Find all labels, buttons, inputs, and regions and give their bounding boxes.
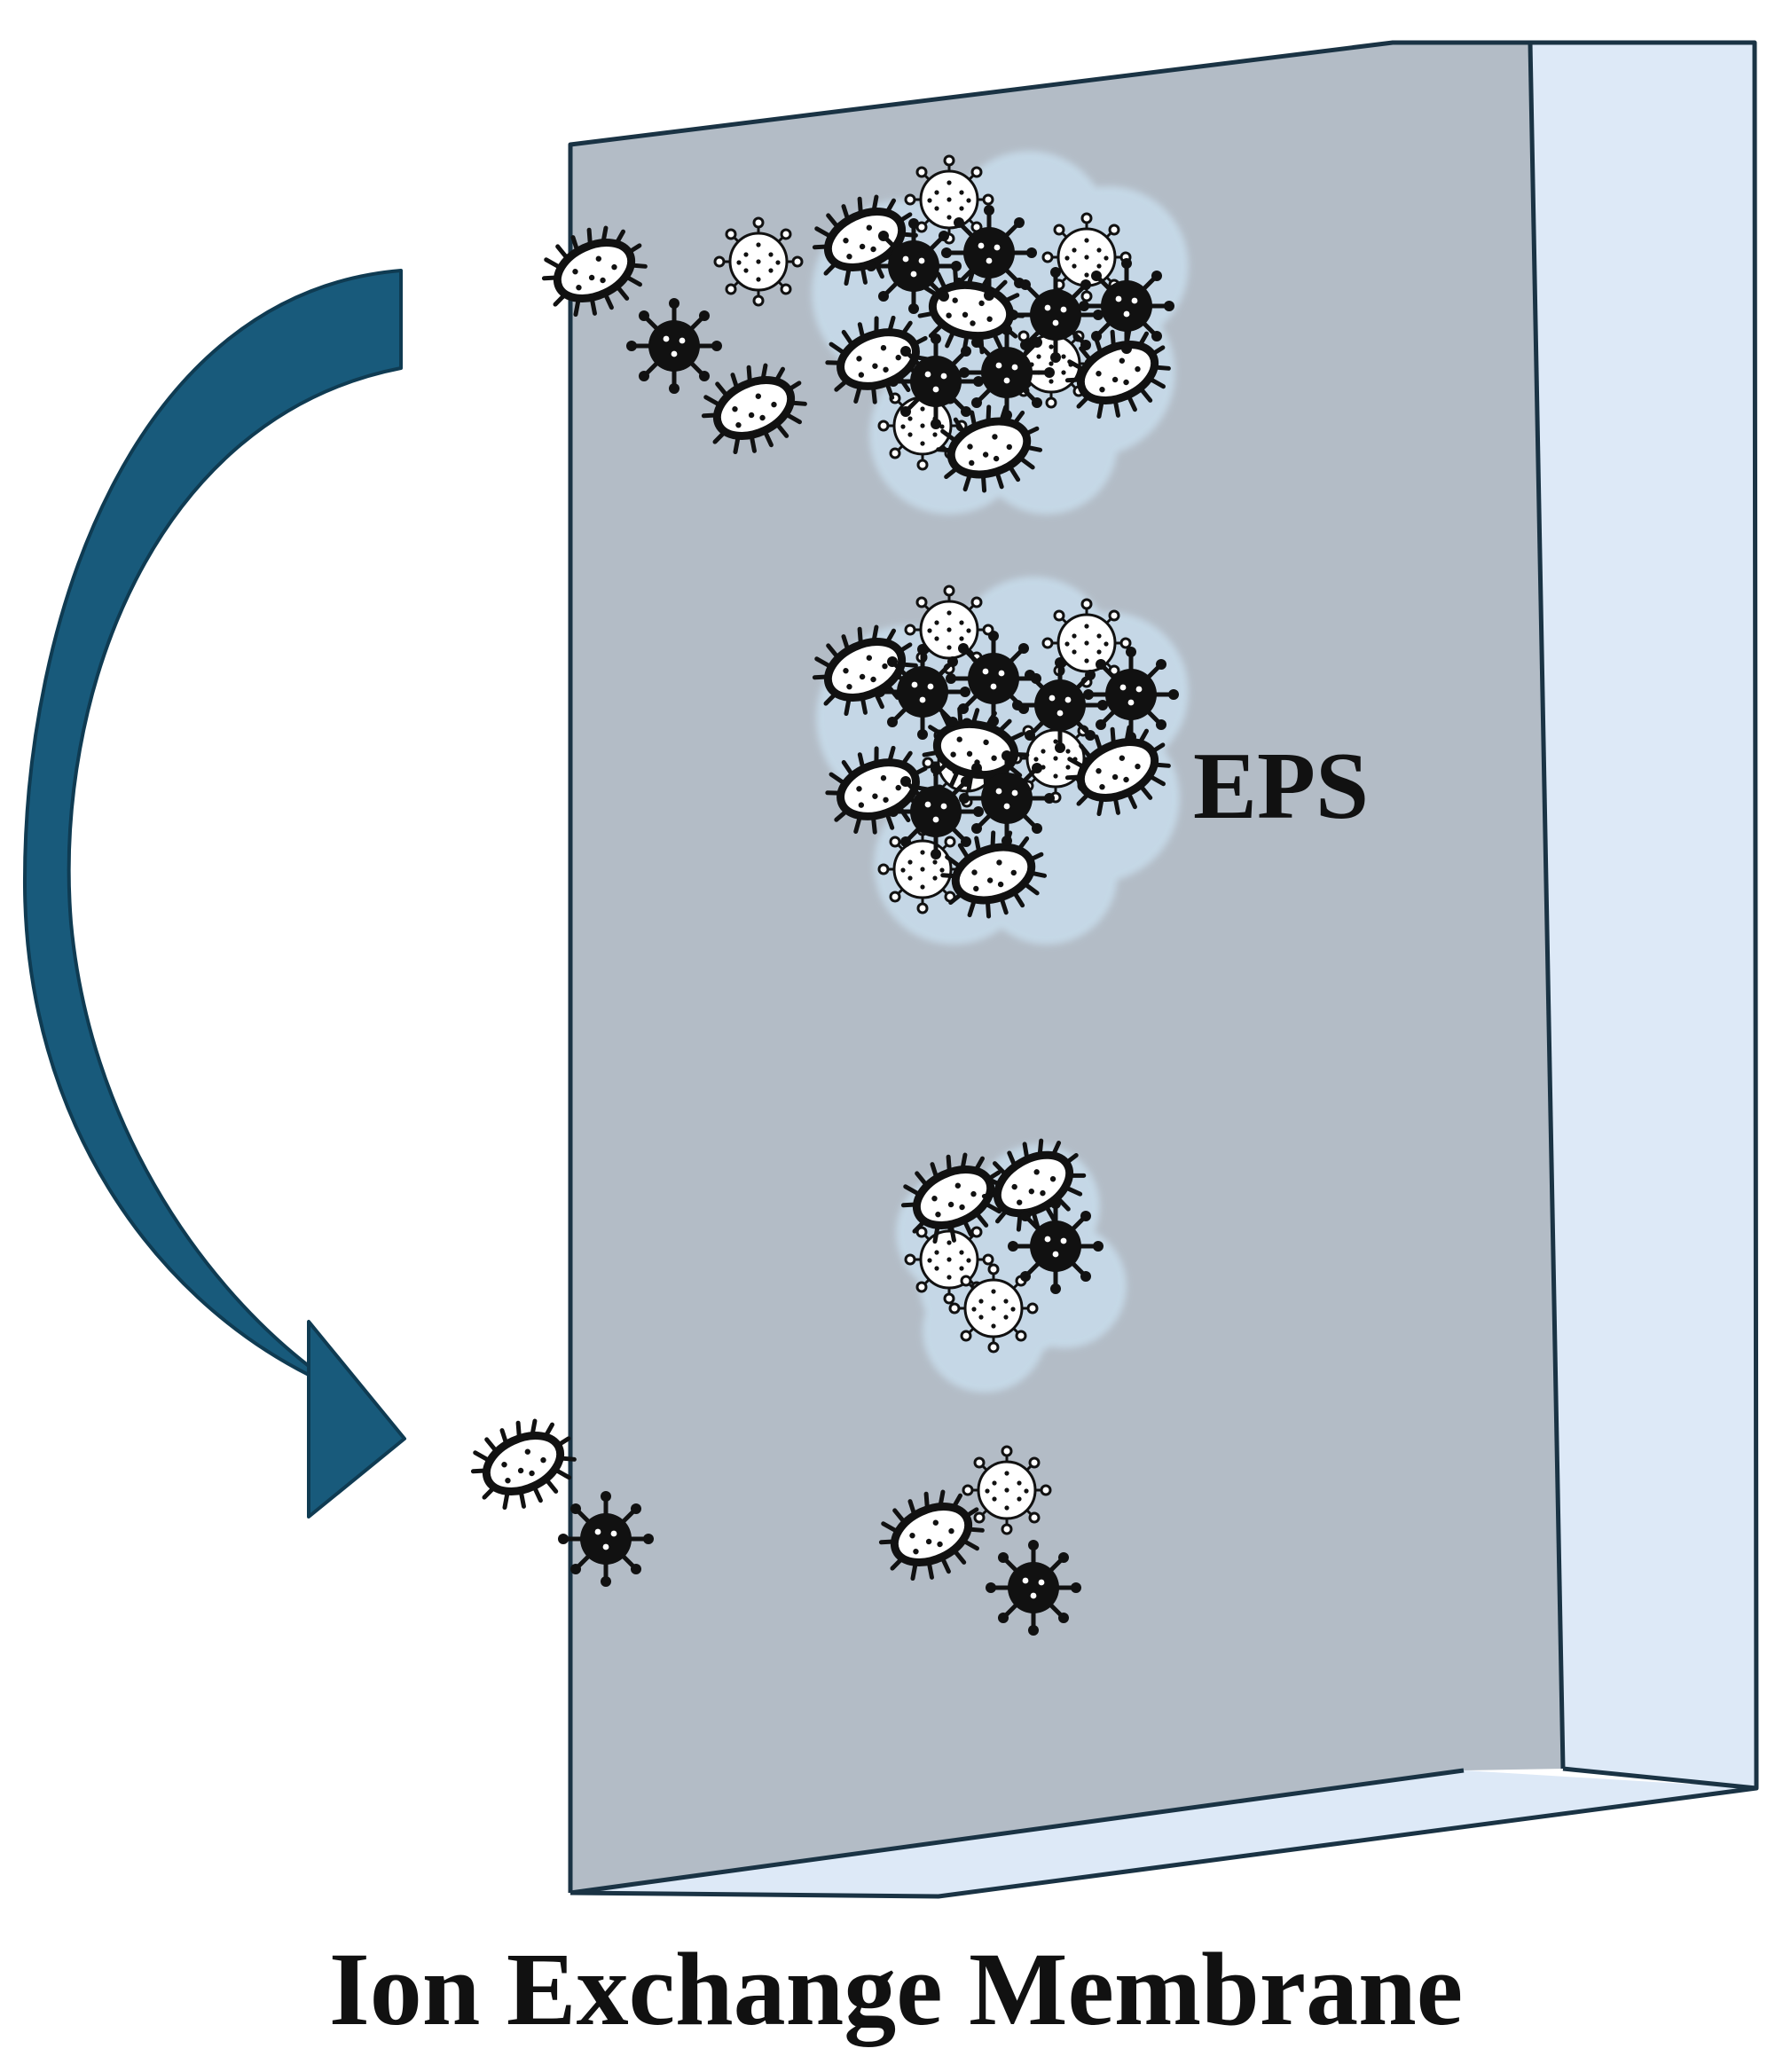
- membrane-side-face: [1393, 43, 1756, 1788]
- eps-label: EPS: [1193, 734, 1369, 839]
- membrane-front-face: [570, 43, 1563, 1893]
- membrane-bottom-face: [570, 1770, 1756, 1896]
- curved-flow-arrow: [22, 269, 406, 1519]
- virus-icon: [558, 1491, 654, 1587]
- hollow-virus-icon: [713, 216, 804, 307]
- eps-biofilm-cluster-3: [892, 1125, 1127, 1393]
- hollow-virus-icon: [962, 1445, 1052, 1535]
- eps-biofilm-cluster-1: [804, 151, 1189, 514]
- membrane-title: Ion Exchange Membrane: [329, 1931, 1463, 2047]
- virus-icon: [986, 1540, 1081, 1636]
- virus-icon: [626, 298, 722, 394]
- eps-biofilm-cluster-2: [804, 577, 1189, 945]
- ion-exchange-membrane: [568, 40, 1759, 1899]
